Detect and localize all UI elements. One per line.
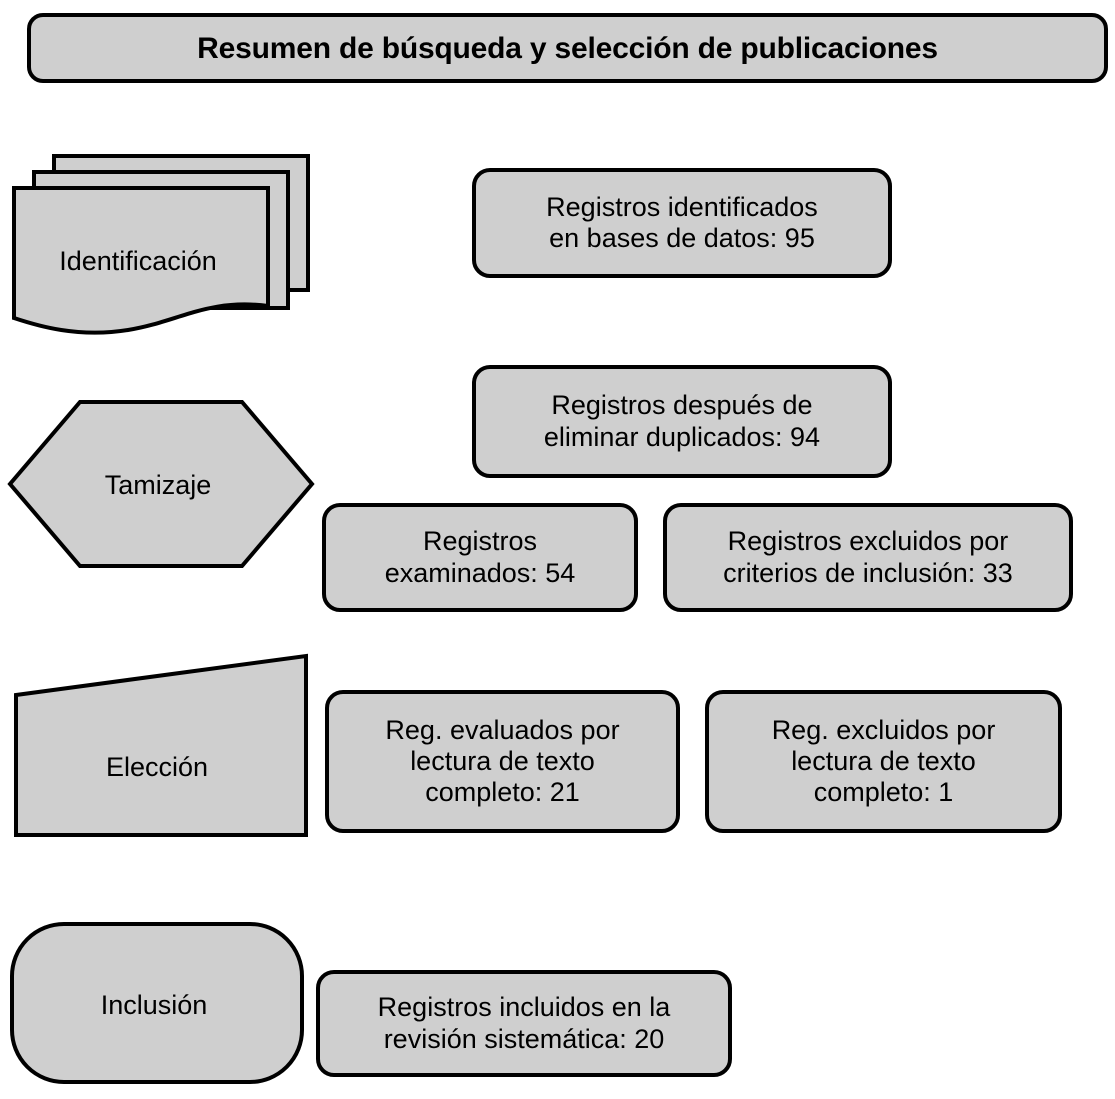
box-registros-despues-duplicados: Registros después de eliminar duplicados… [472, 365, 892, 478]
box-text: Registros excluidos por criterios de inc… [723, 526, 1013, 588]
box-registros-excluidos-texto-completo: Reg. excluidos por lectura de texto comp… [705, 690, 1062, 833]
rounded-rectangle-path [10, 922, 304, 1084]
box-registros-examinados: Registros examinados: 54 [322, 503, 638, 612]
box-text: Registros después de eliminar duplicados… [543, 390, 821, 452]
box-registros-incluidos-revision: Registros incluidos en la revisión siste… [316, 970, 732, 1077]
box-text: Registros incluidos en la revisión siste… [377, 992, 671, 1054]
box-text: Registros identificados en bases de dato… [546, 191, 818, 253]
box-text: Reg. excluidos por lectura de texto comp… [771, 714, 996, 808]
box-registros-evaluados-texto-completo: Reg. evaluados por lectura de texto comp… [325, 690, 680, 833]
stage-shape-eleccion [10, 652, 312, 839]
stage-shape-inclusion [8, 920, 306, 1086]
box-registros-identificados: Registros identificados en bases de dato… [472, 168, 892, 278]
stage-shape-identificacion [8, 150, 314, 336]
hexagon-path [7, 400, 315, 568]
diagram-title-banner: Resumen de búsqueda y selección de publi… [27, 13, 1108, 83]
page-title: Resumen de búsqueda y selección de publi… [197, 31, 938, 65]
box-text: Registros examinados: 54 [384, 526, 576, 588]
document-sheet-front [12, 186, 270, 335]
slanted-quadrilateral-path [14, 653, 308, 837]
box-registros-excluidos-criterios: Registros excluidos por criterios de inc… [663, 503, 1073, 612]
stage-shape-tamizaje [6, 398, 316, 570]
box-text: Reg. evaluados por lectura de texto comp… [385, 714, 620, 808]
